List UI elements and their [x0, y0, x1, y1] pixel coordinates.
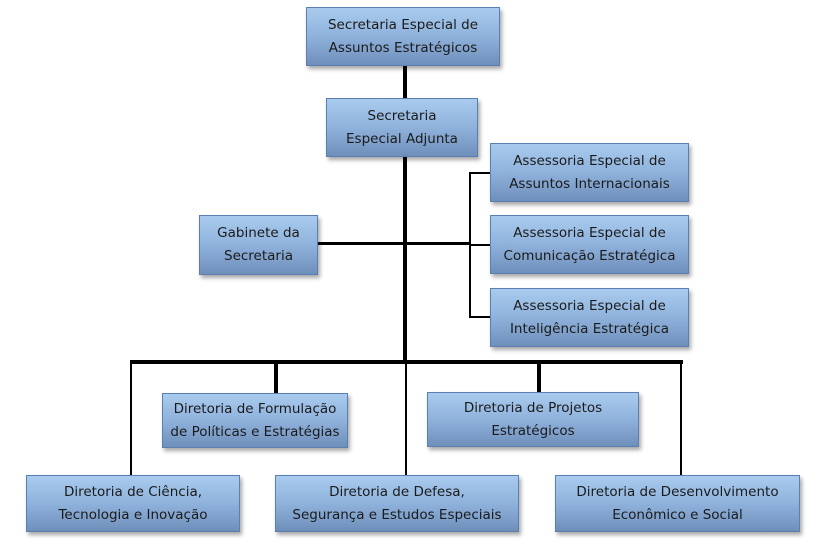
connector-inteligencia [469, 316, 490, 318]
connector-ciencia [130, 362, 132, 475]
node-diretoria-formulacao: Diretoria de Formulação de Políticas e E… [162, 393, 348, 448]
connector-trunk [403, 66, 407, 363]
connector-comunicacao [469, 244, 490, 246]
node-assessoria-inteligencia: Assessoria Especial de Inteligência Estr… [490, 288, 689, 347]
node-assessoria-internacionais: Assessoria Especial de Assuntos Internac… [490, 143, 689, 202]
connector-projetos [537, 362, 541, 392]
connector-desenvolvimento [680, 362, 682, 475]
connector-formulacao [274, 362, 278, 393]
node-secretaria-adjunta: Secretaria Especial Adjunta [326, 98, 478, 157]
connector-trunk-lower [405, 362, 407, 475]
connector-internacionais [469, 172, 490, 174]
node-gabinete: Gabinete da Secretaria [199, 215, 318, 275]
node-diretoria-desenvolvimento: Diretoria de Desenvolvimento Econômico e… [555, 475, 800, 532]
connector-diretorias-bar [130, 360, 683, 364]
node-diretoria-projetos: Diretoria de Projetos Estratégicos [427, 392, 639, 447]
connector-gabinete [318, 242, 470, 245]
node-diretoria-defesa: Diretoria de Defesa, Segurança e Estudos… [275, 475, 519, 532]
node-secretaria-especial: Secretaria Especial de Assuntos Estratég… [306, 7, 500, 66]
node-diretoria-ciencia: Diretoria de Ciência, Tecnologia e Inova… [26, 475, 240, 532]
node-assessoria-comunicacao: Assessoria Especial de Comunicação Estra… [490, 215, 689, 274]
